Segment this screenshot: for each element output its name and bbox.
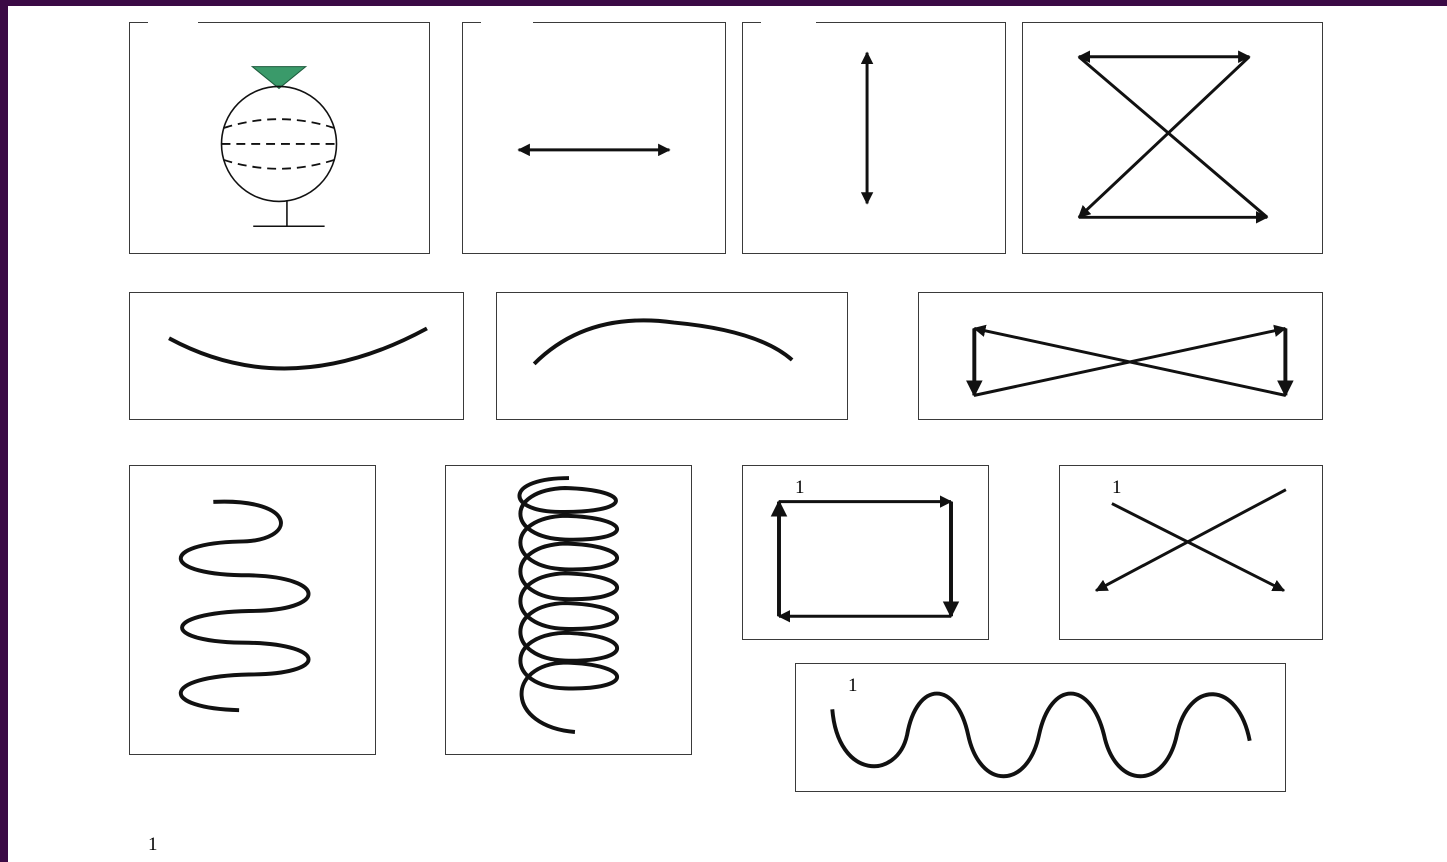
panel-eyeball-pendulum bbox=[129, 22, 430, 254]
panel-vertical-wave bbox=[129, 465, 376, 755]
panel-smile-arc bbox=[129, 292, 464, 420]
smile-arc-icon bbox=[130, 293, 463, 419]
frown-arc-icon bbox=[497, 293, 847, 419]
footnote-number-label: 1 bbox=[148, 835, 158, 854]
hourglass-arrows-icon bbox=[1023, 23, 1322, 253]
panel-horizontal-arrow bbox=[462, 22, 726, 254]
vertical-wave-icon bbox=[130, 466, 375, 754]
coil-spiral-icon bbox=[446, 466, 691, 754]
eyeball-pendulum-icon bbox=[130, 23, 429, 253]
panel-x-cross: 1 bbox=[1059, 465, 1323, 640]
panel-frown-arc bbox=[496, 292, 848, 420]
square-cycle-arrows-icon bbox=[743, 466, 988, 639]
panel-vertical-arrow bbox=[742, 22, 1006, 254]
slide-canvas: 1 1 1 1 bbox=[8, 6, 1447, 862]
panel-bowtie-arrows bbox=[918, 292, 1323, 420]
panel-square-cycle: 1 bbox=[742, 465, 989, 640]
panel-coil-spiral bbox=[445, 465, 692, 755]
panel-horizontal-wave: 1 bbox=[795, 663, 1286, 792]
bowtie-arrows-icon bbox=[919, 293, 1322, 419]
panel-hourglass-arrows bbox=[1022, 22, 1323, 254]
horizontal-double-arrow-icon bbox=[463, 23, 725, 253]
horizontal-wave-icon bbox=[796, 664, 1285, 791]
vertical-double-arrow-icon bbox=[743, 23, 1005, 253]
x-cross-arrows-icon bbox=[1060, 466, 1322, 639]
